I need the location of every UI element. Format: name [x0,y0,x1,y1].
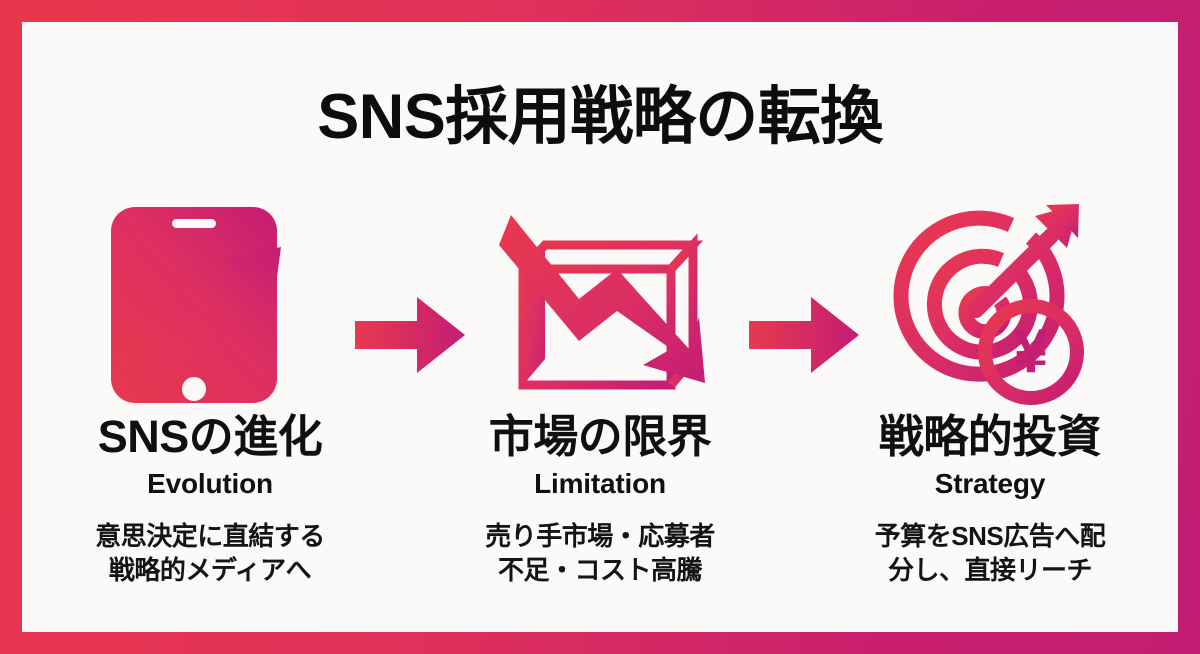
step-card-strategy: ¥ 戦略的投資 Strategy 予算をSNS広告へ配 分し、直接リーチ [840,197,1140,588]
step-body-line1: 売り手市場・応募者 [485,520,715,551]
svg-text:¥: ¥ [1013,317,1048,386]
step-body: 予算をSNS広告へ配 分し、直接リーチ [840,519,1140,588]
infographic-inner-panel: SNS採用戦略の転換 [22,22,1178,632]
step-body-line2: 戦略的メディアへ [108,555,312,586]
step-body-line2: 分し、直接リーチ [887,555,1093,586]
step-heading-jp: 市場の限界 [488,411,712,462]
step-body-line1: 予算をSNS広告へ配 [874,520,1106,551]
step-body-line1: 意思決定に直結する [95,520,325,551]
page-title: SNS採用戦略の転換 [317,82,883,152]
step-body: 意思決定に直結する 戦略的メディアへ [60,519,360,588]
arrow-right-1-icon [355,292,465,378]
step-body-line2: 不足・コスト高騰 [497,555,703,586]
step-heading-en: Strategy [934,468,1046,499]
target-bullseye-yen-coin-icon: ¥ [840,197,1140,412]
step-card-limitation: 市場の限界 Limitation 売り手市場・応募者 不足・コスト高騰 [450,197,750,588]
brick-wall-declining-arrow-icon [450,197,750,412]
step-heading-jp: 戦略的投資 [878,411,1102,462]
smartphone-growth-chart-icon [60,197,360,412]
step-card-evolution: SNSの進化 Evolution 意思決定に直結する 戦略的メディアへ [60,197,360,588]
step-body: 売り手市場・応募者 不足・コスト高騰 [450,519,750,588]
arrow-right-2-icon [749,292,859,378]
step-heading-en: Evolution [147,468,273,499]
step-heading-jp: SNSの進化 [97,411,323,462]
step-heading-en: Limitation [534,468,666,499]
